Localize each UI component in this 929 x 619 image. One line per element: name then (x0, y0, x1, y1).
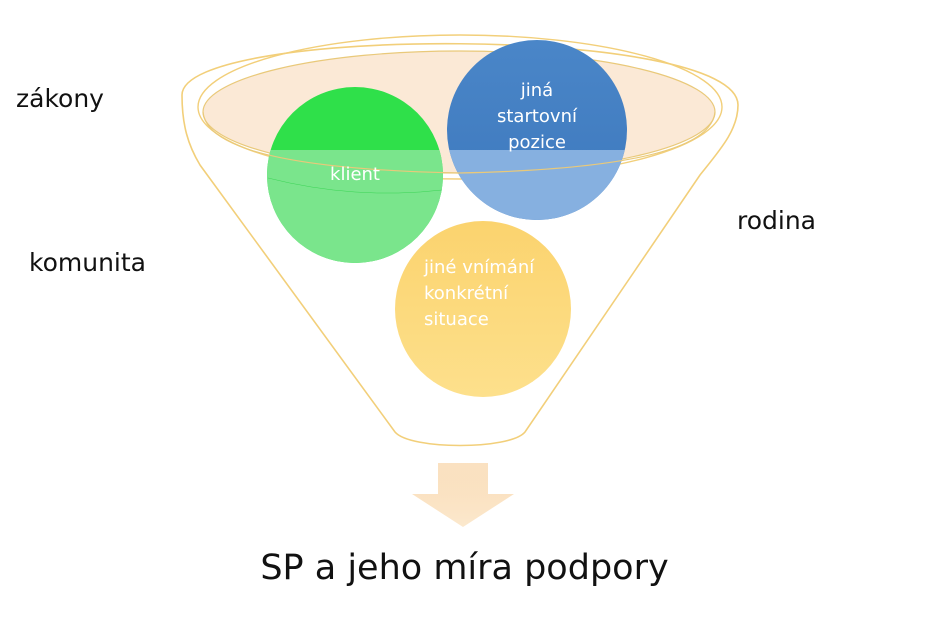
label-zakony: zákony (16, 84, 104, 113)
client-label: klient (330, 164, 380, 185)
perception-circle (395, 221, 571, 397)
perception-line-1: jiné vnímání (423, 257, 535, 278)
down-arrow-icon (412, 463, 514, 527)
funnel-rim-outer (197, 34, 723, 180)
client-circle-lower (267, 150, 443, 263)
label-rodina: rodina (737, 206, 817, 235)
start-position-line-1: jiná (520, 80, 553, 101)
start-position-line-3: pozice (508, 132, 566, 153)
result-title: SP a jeho míra podpory (260, 548, 669, 588)
perception-line-3: situace (424, 309, 489, 330)
start-position-line-2: startovní (497, 106, 578, 127)
perception-line-2: konkrétní (424, 283, 509, 304)
rim-front-edge (202, 111, 716, 174)
label-komunita: komunita (29, 248, 146, 277)
start-position-circle-lower (449, 150, 625, 220)
